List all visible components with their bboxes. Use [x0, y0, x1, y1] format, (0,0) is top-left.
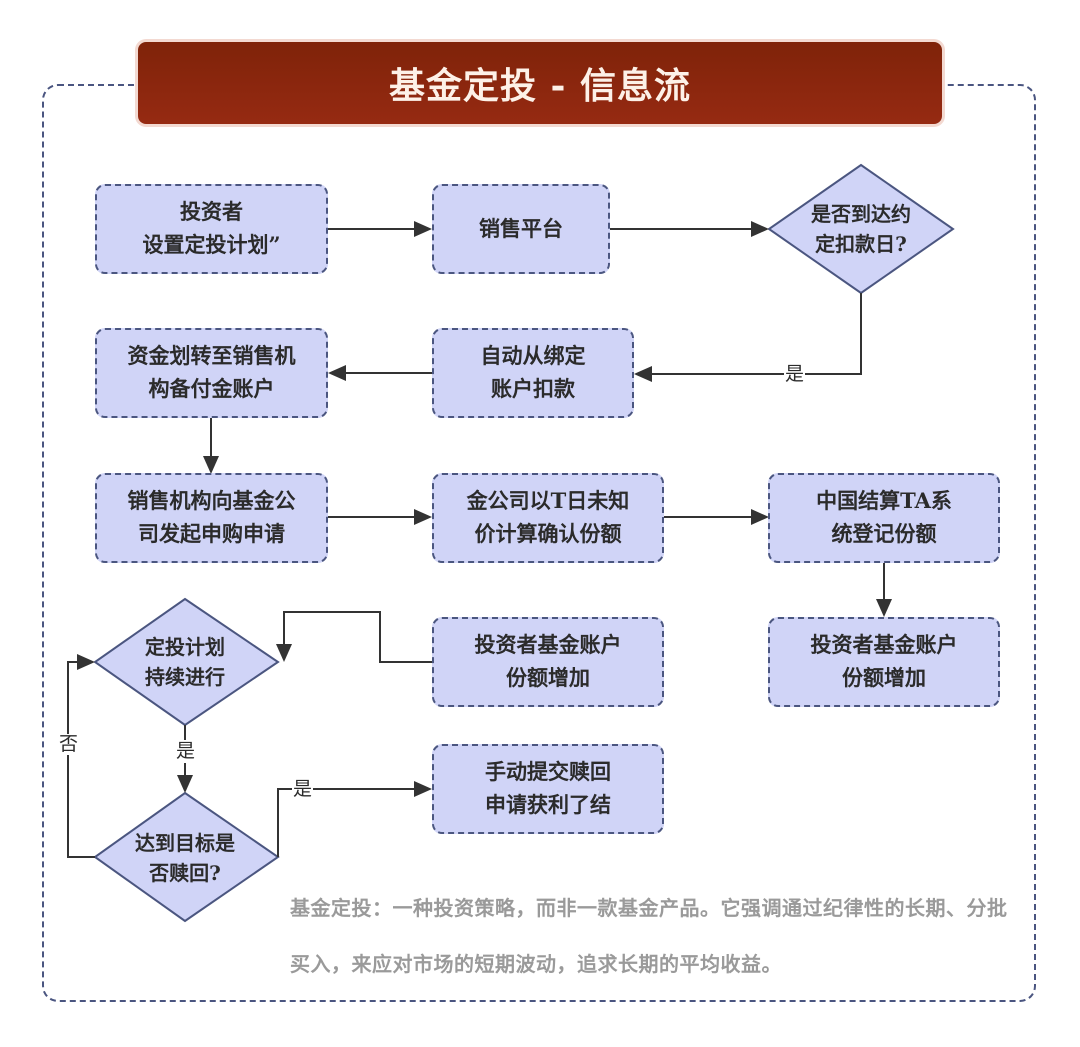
- decision-diamond-redeem: [93, 791, 280, 923]
- arrowhead: [203, 456, 219, 474]
- node-check-date-label: 是否到达约 定扣款日?: [811, 202, 911, 256]
- arrowhead: [634, 366, 652, 382]
- node-auto-debit: 自动从绑定 账户扣款: [432, 328, 634, 418]
- arrowhead: [77, 654, 95, 670]
- node-sales-platform: 销售平台: [432, 184, 610, 274]
- arrowhead: [876, 599, 892, 617]
- edge-label-no-loop: 否: [58, 733, 80, 755]
- node-manual-redeem: 手动提交赎回 申请获利了结: [432, 744, 664, 834]
- arrowheads: [77, 221, 892, 797]
- edge-shares-continue: [283, 611, 432, 663]
- arrowhead: [177, 775, 193, 793]
- arrowhead: [276, 644, 292, 662]
- edge-label-yes-continue: 是: [175, 740, 197, 762]
- node-ta-register: 中国结算TA系 统登记份额: [768, 473, 1000, 563]
- edge-check-debit: [650, 293, 862, 375]
- node-plan-continue-label: 定投计划 持续进行: [145, 635, 225, 689]
- edge-target-redeem: [277, 788, 416, 857]
- node-transfer-funds: 资金划转至销售机 构备付金账户: [95, 328, 328, 418]
- diagram-title: 基金定投 - 信息流: [388, 65, 691, 107]
- edge-label-yes-debit: 是: [784, 363, 806, 385]
- node-shares-increase-mid: 投资者基金账户 份额增加: [432, 617, 664, 707]
- arrowhead: [751, 221, 769, 237]
- node-purchase-request: 销售机构向基金公 司发起申购申请: [95, 473, 328, 563]
- node-investor-plan: 投资者 设置定投计划”: [95, 184, 328, 274]
- title-banner: 基金定投 - 信息流: [138, 42, 942, 124]
- footnote: 基金定投：一种投资策略，而非一款基金产品。它强调通过纪律性的长期、分批买入，来应…: [290, 896, 1008, 976]
- arrowhead: [328, 365, 346, 381]
- arrowhead: [414, 221, 432, 237]
- arrowhead: [414, 781, 432, 797]
- node-shares-increase-right: 投资者基金账户 份额增加: [768, 617, 1000, 707]
- node-target-reached-label: 达到目标是 否赎回?: [135, 831, 235, 885]
- edge-target-continue-no: [67, 661, 95, 858]
- edge-label-yes-redeem: 是: [292, 778, 314, 800]
- node-confirm-shares: 金公司以T日未知 价计算确认份额: [432, 473, 664, 563]
- arrowhead: [414, 509, 432, 525]
- arrowhead: [751, 509, 769, 525]
